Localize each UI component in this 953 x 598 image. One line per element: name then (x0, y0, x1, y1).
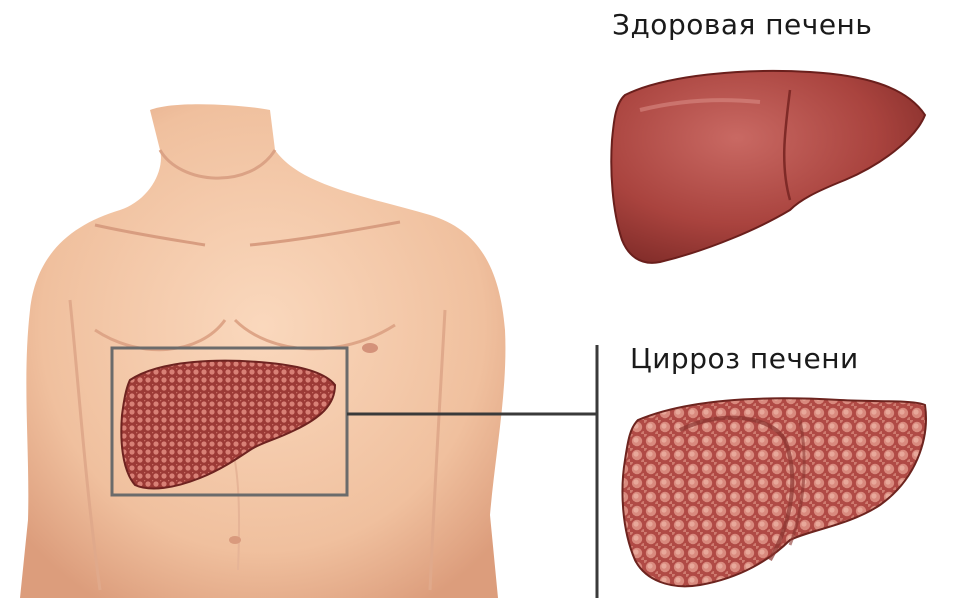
cirrhosis-label: Цирроз печени (630, 342, 859, 375)
healthy-liver-illustration (611, 71, 925, 263)
torso-illustration (20, 104, 505, 598)
cirrhotic-liver-illustration (622, 398, 925, 586)
healthy-liver-label: Здоровая печень (612, 8, 872, 41)
